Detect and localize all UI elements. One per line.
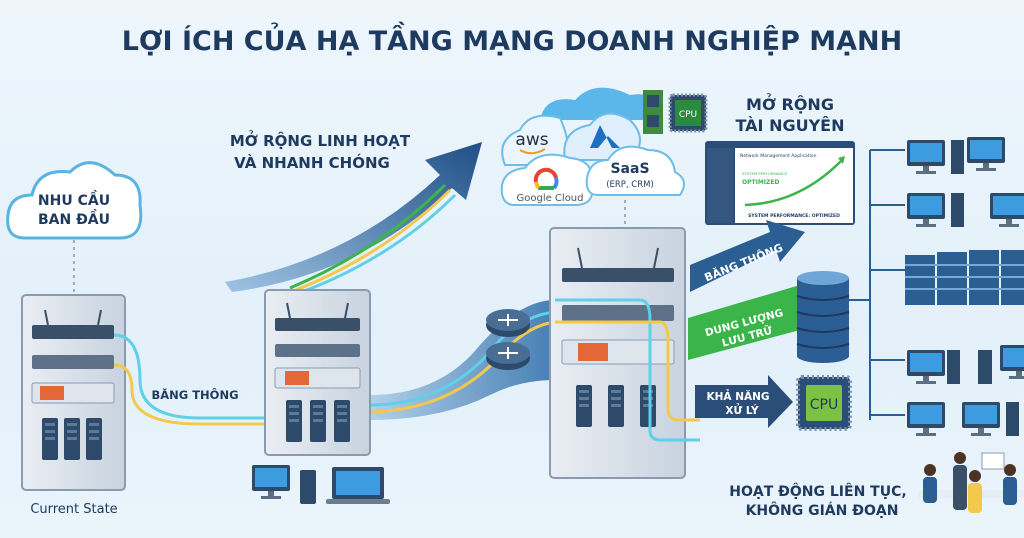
firewall-icon [40,386,64,400]
continuous-line2: KHÔNG GIÁN ĐOẠN [746,501,899,519]
processing-arrow: KHẢ NĂNG XỬ LÝ [695,375,793,428]
azure-logo [590,125,620,148]
svg-text:OPTIMIZED: OPTIMIZED [742,179,779,186]
server-farm [905,250,1024,305]
cable-cyan [113,330,282,420]
client-devices [905,137,1024,436]
team-meeting-illustration [918,452,1024,513]
svg-text:SYSTEM PERFORMANCE: OPTIMIZED: SYSTEM PERFORMANCE: OPTIMIZED [748,213,840,219]
aws-logo: aws [515,130,548,150]
performance-dashboard: Network Management Application SYSTEM PE… [705,141,855,225]
bandwidth-arrow: BĂNG THÔNG [690,220,805,292]
initial-need-cloud: NHU CẦU BAN ĐẦU [6,161,143,240]
flexible-scaling-line2: VÀ NHANH CHÓNG [234,153,390,172]
workstations-middle [252,465,390,504]
middle-rack [264,289,371,456]
initial-need-line1: NHU CẦU [38,190,110,209]
saas-label: SaaS [610,161,649,177]
google-cloud-logo [533,167,559,190]
saas-sublabel: (ERP, CRM) [606,180,654,190]
continuous-line1: HOẠT ĐỘNG LIÊN TỤC, [729,482,906,500]
svg-text:Network Management Application: Network Management Application [740,153,817,159]
current-state-rack [21,294,126,491]
firewall-icon [285,371,309,385]
database-icon [796,271,850,363]
storage-arrow: DUNG LƯỢNG LƯU TRỮ [688,285,800,360]
performance-chart-line [744,159,843,207]
svg-text:CPU: CPU [810,397,838,413]
svg-text:KHẢ NĂNG: KHẢ NĂNG [706,389,769,403]
resource-scaling-line1: MỞ RỘNG [746,93,834,114]
svg-text:CPU: CPU [679,110,697,120]
initial-need-line2: BAN ĐẦU [38,209,110,228]
ram-icon [643,90,663,134]
cpu-chip-icon: CPU [668,93,708,133]
cpu-icon: CPU [796,375,852,431]
svg-text:SYSTEM PERFORMANCE: SYSTEM PERFORMANCE [742,171,788,176]
growth-arrow [225,142,482,294]
network-tree-lines [849,149,905,420]
resource-scaling-line2: TÀI NGUYÊN [736,116,845,135]
current-state-label: Current State [30,502,117,517]
cloud-providers: aws Google Cloud SaaS (ERP, CRM) [500,87,685,206]
svg-text:XỬ LÝ: XỬ LÝ [725,403,759,417]
google-cloud-label: Google Cloud [516,193,583,204]
flexible-scaling-line1: MỞ RỘNG LINH HOẠT [230,129,411,150]
bandwidth-left-label: BĂNG THÔNG [151,387,238,402]
page-title: LỢI ÍCH CỦA HẠ TẦNG MẠNG DOANH NGHIỆP MẠ… [122,21,903,57]
router-icon [486,309,530,370]
firewall-icon [578,343,608,361]
